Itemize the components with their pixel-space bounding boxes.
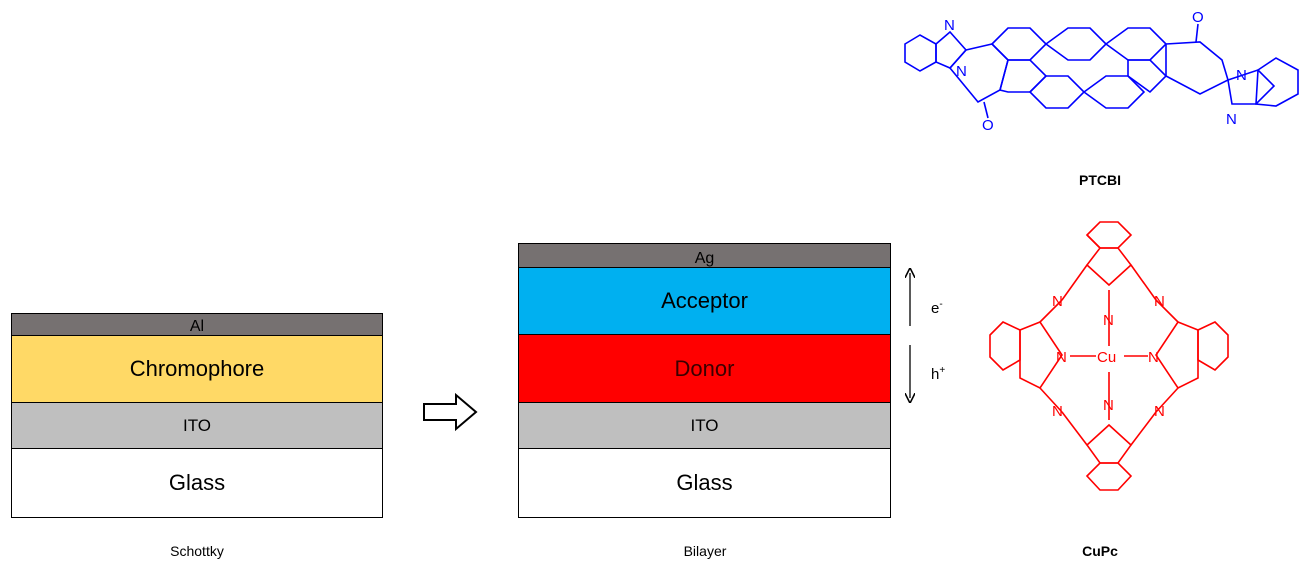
cupc-n-atom: N bbox=[1052, 403, 1063, 420]
cupc-cu-atom: Cu bbox=[1097, 349, 1116, 366]
hole-label: h+ bbox=[931, 365, 946, 383]
ito-label: ITO bbox=[182, 415, 212, 435]
right-arrow-icon bbox=[423, 392, 478, 432]
ptcbi-n-atom: N bbox=[944, 17, 955, 34]
ptcbi-label: PTCBI bbox=[1079, 172, 1121, 188]
cupc-n-atom: N bbox=[1103, 312, 1114, 329]
ito-label-bilayer: ITO bbox=[690, 415, 719, 435]
ptcbi-n-atom: N bbox=[956, 63, 967, 80]
chromophore-label: Chromophore bbox=[129, 356, 265, 381]
cupc-n-atom: N bbox=[1103, 397, 1114, 414]
acceptor-label: Acceptor bbox=[661, 288, 748, 313]
ag-layer: Ag bbox=[518, 243, 891, 268]
ito-layer-bilayer: ITO bbox=[518, 402, 891, 449]
schottky-caption: Schottky bbox=[170, 543, 224, 559]
cupc-n-atom: N bbox=[1154, 293, 1165, 310]
ptcbi-n-atom: N bbox=[1236, 67, 1247, 84]
ptcbi-structure: N N O O N N bbox=[904, 9, 1299, 134]
ito-layer: ITO bbox=[11, 402, 383, 449]
donor-label: Donor bbox=[674, 355, 735, 381]
cupc-n-atom: N bbox=[1056, 349, 1067, 366]
cupc-n-atom: N bbox=[1052, 293, 1063, 310]
chromophore-layer: Chromophore bbox=[11, 335, 383, 403]
cupc-n-atom: N bbox=[1154, 403, 1165, 420]
glass-layer-bilayer: Glass bbox=[518, 448, 891, 518]
donor-layer: Donor bbox=[518, 334, 891, 403]
glass-layer: Glass bbox=[11, 448, 383, 518]
glass-label-bilayer: Glass bbox=[676, 470, 733, 495]
cupc-label: CuPc bbox=[1082, 543, 1118, 559]
acceptor-layer: Acceptor bbox=[518, 267, 891, 335]
cupc-n-atom: N bbox=[1148, 349, 1159, 366]
ptcbi-o-atom: O bbox=[982, 117, 994, 134]
bilayer-caption: Bilayer bbox=[683, 543, 727, 559]
electron-label: e- bbox=[931, 299, 943, 317]
al-label: Al bbox=[189, 318, 205, 335]
ag-label: Ag bbox=[694, 250, 715, 267]
ptcbi-o-atom: O bbox=[1192, 9, 1204, 26]
ptcbi-n-atom: N bbox=[1226, 111, 1237, 128]
glass-label: Glass bbox=[168, 470, 226, 495]
cupc-structure: N N N N Cu N N N N bbox=[989, 221, 1229, 491]
